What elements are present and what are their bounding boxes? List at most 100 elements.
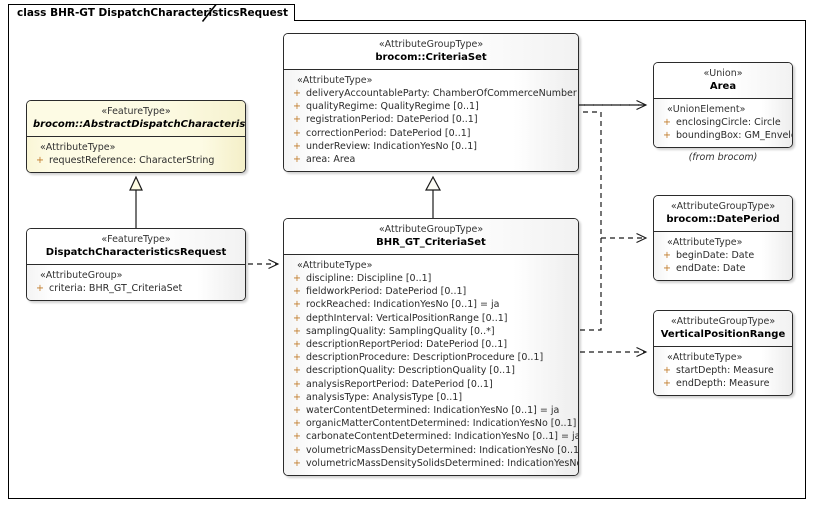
- visibility-marker: +: [293, 378, 301, 390]
- attribute-signature: descriptionQuality: DescriptionQuality […: [306, 365, 515, 377]
- class-stereotype: «Union»: [703, 68, 743, 79]
- class-stereotype: «AttributeGroupType»: [378, 224, 484, 235]
- class-attribute-compartment: «UnionElement» +enclosingCircle: Circle+…: [654, 99, 792, 148]
- class-brocom-date-period[interactable]: «AttributeGroupType» brocom::DatePeriod …: [653, 195, 793, 282]
- attribute-signature: enclosingCircle: Circle: [676, 117, 781, 128]
- attribute-row: +endDate: Date: [658, 262, 788, 275]
- attribute-row: +analysisType: AnalysisType [0..1]: [288, 391, 574, 404]
- attribute-row: +boundingBox: GM_Envelope: [658, 129, 792, 142]
- diagram-frame: [8, 20, 806, 499]
- class-abstract-dispatch-characteristics-request[interactable]: «FeatureType» brocom::AbstractDispatchCh…: [26, 100, 246, 174]
- attribute-row: +startDepth: Measure: [658, 364, 788, 377]
- attribute-row: +underReview: IndicationYesNo [0..1]: [288, 140, 574, 153]
- attribute-signature: criteria: BHR_GT_CriteriaSet: [49, 283, 183, 294]
- visibility-marker: +: [293, 127, 301, 139]
- attribute-row: +samplingQuality: SamplingQuality [0..*]: [288, 325, 574, 338]
- attribute-signature: analysisReportPeriod: DatePeriod [0..1]: [306, 378, 493, 390]
- class-name: VerticalPositionRange: [660, 329, 786, 340]
- attribute-row: +descriptionReportPeriod: DatePeriod [0.…: [288, 338, 574, 351]
- attribute-list: +enclosingCircle: Circle+boundingBox: GM…: [658, 116, 792, 142]
- class-name: DispatchCharacteristicsRequest: [45, 247, 227, 258]
- class-header: «FeatureType» brocom::AbstractDispatchCh…: [27, 101, 245, 137]
- attribute-signature: waterContentDetermined: IndicationYesNo …: [306, 405, 560, 417]
- attribute-signature: qualityRegime: QualityRegime [0..1]: [306, 101, 479, 113]
- attribute-signature: carbonateContentDetermined: IndicationYe…: [306, 431, 579, 443]
- attribute-signature: discipline: Discipline [0..1]: [306, 273, 432, 284]
- visibility-marker: +: [293, 273, 301, 284]
- attribute-row: +waterContentDetermined: IndicationYesNo…: [288, 404, 574, 417]
- class-header: «AttributeGroupType» brocom::DatePeriod: [654, 196, 792, 232]
- attribute-signature: deliveryAccountableParty: ChamberOfComme…: [306, 88, 579, 99]
- attribute-group-stereotype: «AttributeType»: [667, 352, 743, 363]
- class-stereotype: «AttributeGroupType»: [378, 39, 484, 50]
- visibility-marker: +: [663, 250, 671, 261]
- class-brocom-criteria-set[interactable]: «AttributeGroupType» brocom::CriteriaSet…: [283, 33, 579, 173]
- visibility-marker: +: [293, 352, 301, 364]
- attribute-signature: beginDate: Date: [676, 250, 755, 261]
- attribute-row: + rockReached: IndicationYesNo [0..1] = j…: [288, 298, 574, 311]
- class-area[interactable]: «Union» Area «UnionElement» +enclosingCi…: [653, 62, 793, 149]
- attribute-row: + endDepth: Measure: [658, 377, 788, 390]
- attribute-row: +enclosingCircle: Circle: [658, 116, 788, 129]
- class-header: «AttributeGroupType» VerticalPositionRan…: [654, 311, 792, 347]
- class-name: brocom::AbstractDispatchCharacteristicsR…: [33, 119, 246, 130]
- visibility-marker: +: [293, 140, 301, 152]
- attribute-signature: volumetricMassDensitySolidsDetermined: I…: [306, 457, 579, 469]
- attribute-list: + beginDate: Date+endDate: Date: [658, 249, 788, 275]
- attribute-row: + organicMatterContentDetermined: Indicat…: [288, 417, 578, 430]
- attribute-row: +fieldworkPeriod: DatePeriod [0..1]: [288, 285, 574, 298]
- attribute-signature: correctionPeriod: DatePeriod [0..1]: [306, 127, 471, 139]
- class-name: brocom::DatePeriod: [666, 214, 780, 225]
- attribute-signature: volumetricMassDensityDetermined: Indicat…: [306, 444, 579, 456]
- attribute-row: + beginDate: Date: [658, 249, 788, 262]
- attribute-row: + criteria: BHR_GT_CriteriaSet: [31, 282, 241, 295]
- visibility-marker: +: [293, 299, 301, 311]
- attribute-signature: registrationPeriod: DatePeriod [0..1]: [306, 114, 478, 126]
- class-stereotype: «FeatureType»: [101, 106, 171, 117]
- class-attribute-compartment: «AttributeType» + beginDate: Date+endDate…: [654, 232, 792, 281]
- class-vertical-position-range[interactable]: «AttributeGroupType» VerticalPositionRan…: [653, 310, 793, 397]
- visibility-marker: +: [663, 378, 671, 390]
- class-attribute-compartment: «AttributeType» +deliveryAccountablePart…: [284, 70, 578, 172]
- attribute-row: +descriptionProcedure: DescriptionProced…: [288, 351, 574, 364]
- visibility-marker: +: [293, 286, 301, 298]
- visibility-marker: +: [293, 457, 301, 469]
- attribute-signature: rockReached: IndicationYesNo [0..1] = ja: [306, 299, 500, 311]
- visibility-marker: +: [293, 418, 301, 430]
- attribute-row: + depthInterval: VerticalPositionRange [0…: [288, 312, 574, 325]
- attribute-group-stereotype: «AttributeGroup»: [40, 270, 123, 281]
- attribute-row: + volumetricMassDensitySolidsDetermined: …: [288, 457, 578, 470]
- attribute-group-stereotype: «UnionElement»: [667, 104, 746, 115]
- attribute-row: + qualityRegime: QualityRegime [0..1]: [288, 100, 574, 113]
- class-bhr-gt-criteria-set[interactable]: «AttributeGroupType» BHR_GT_CriteriaSet …: [283, 218, 579, 477]
- attribute-group-stereotype: «AttributeType»: [667, 237, 743, 248]
- attribute-signature: organicMatterContentDetermined: Indicati…: [306, 418, 579, 430]
- attribute-signature: depthInterval: VerticalPositionRange [0.…: [306, 312, 508, 324]
- diagram-frame-tab: class BHR-GT DispatchCharacteristicsRequ…: [8, 4, 296, 21]
- class-header: «Union» Area: [654, 63, 792, 99]
- attribute-row: + discipline: Discipline [0..1]: [288, 272, 574, 285]
- visibility-marker: +: [293, 312, 301, 324]
- attribute-signature: startDepth: Measure: [676, 365, 774, 376]
- class-dispatch-characteristics-request[interactable]: «FeatureType» DispatchCharacteristicsReq…: [26, 228, 246, 302]
- attribute-row: + volumetricMassDensityDetermined: Indica…: [288, 444, 578, 457]
- area-package-note: (from brocom): [688, 152, 758, 163]
- attribute-list: +startDepth: Measure+ endDepth: Measure: [658, 364, 788, 390]
- class-name: BHR_GT_CriteriaSet: [376, 237, 486, 248]
- attribute-signature: endDate: Date: [676, 263, 746, 275]
- class-name: brocom::CriteriaSet: [375, 52, 487, 63]
- attribute-row: +deliveryAccountableParty: ChamberOfComm…: [288, 87, 578, 100]
- diagram-title: class BHR-GT DispatchCharacteristicsRequ…: [17, 7, 289, 19]
- attribute-signature: endDepth: Measure: [676, 378, 770, 390]
- visibility-marker: +: [36, 155, 44, 166]
- visibility-marker: +: [293, 444, 301, 456]
- attribute-row: + analysisReportPeriod: DatePeriod [0..1]: [288, 378, 574, 391]
- visibility-marker: +: [293, 154, 301, 166]
- class-stereotype: «AttributeGroupType»: [670, 201, 776, 212]
- visibility-marker: +: [293, 431, 301, 443]
- attribute-group-stereotype: «AttributeType»: [40, 142, 116, 153]
- attribute-row: + carbonateContentDetermined: IndicationY…: [288, 430, 578, 443]
- attribute-list: + deliveryAccountableParty: ChamberOfComm…: [288, 87, 578, 166]
- visibility-marker: +: [293, 101, 301, 113]
